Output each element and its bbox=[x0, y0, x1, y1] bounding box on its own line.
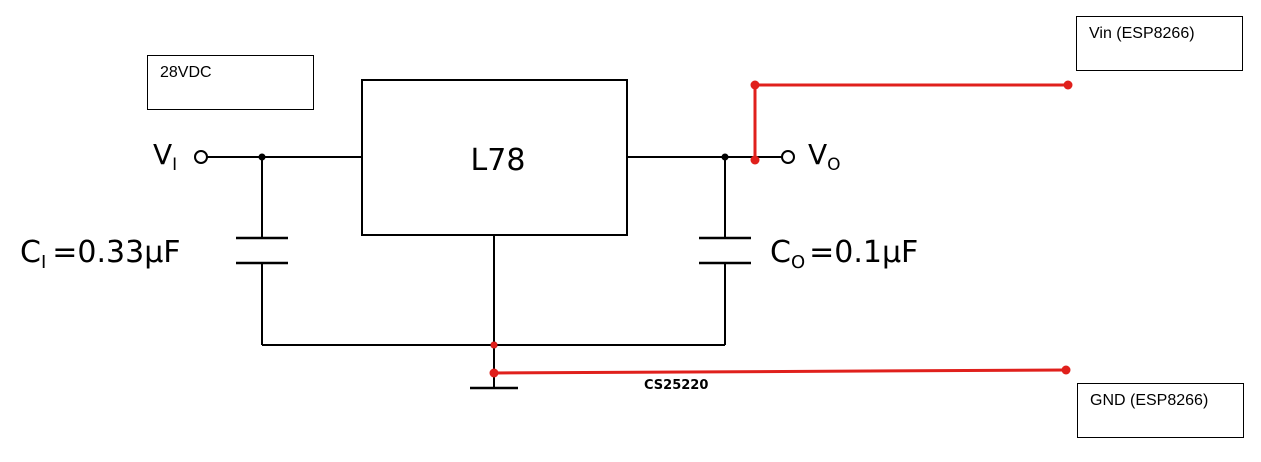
gnd-label: GND (ESP8266) bbox=[1090, 392, 1209, 409]
output-pin-label: VO bbox=[808, 138, 841, 175]
gnd-wire-end-dot bbox=[1061, 365, 1071, 375]
supply-label: 28VDC bbox=[160, 64, 212, 81]
vin-wire bbox=[753, 83, 1068, 160]
vin-wire-corner-dot bbox=[750, 80, 760, 90]
c-in-label: CI=0.33μF bbox=[20, 235, 181, 273]
gnd-junction-red-dot bbox=[490, 341, 498, 349]
vin-label-box: Vin (ESP8266) bbox=[1076, 16, 1243, 71]
gnd-wire bbox=[493, 368, 1067, 375]
input-pin-label: VI bbox=[153, 138, 177, 175]
code-label: CS25220 bbox=[644, 378, 708, 393]
vin-wire-start-dot bbox=[750, 155, 760, 165]
gnd-wire-start-dot bbox=[489, 368, 499, 378]
vin-wire-end-dot bbox=[1063, 80, 1073, 90]
c-out-label: CO=0.1μF bbox=[770, 235, 918, 273]
regulator-label: L78 bbox=[471, 143, 526, 178]
input-terminal bbox=[194, 150, 208, 164]
gnd-label-box: GND (ESP8266) bbox=[1077, 383, 1244, 438]
vin-label: Vin (ESP8266) bbox=[1089, 25, 1195, 42]
output-terminal bbox=[781, 150, 795, 164]
supply-label-box: 28VDC bbox=[147, 55, 314, 110]
